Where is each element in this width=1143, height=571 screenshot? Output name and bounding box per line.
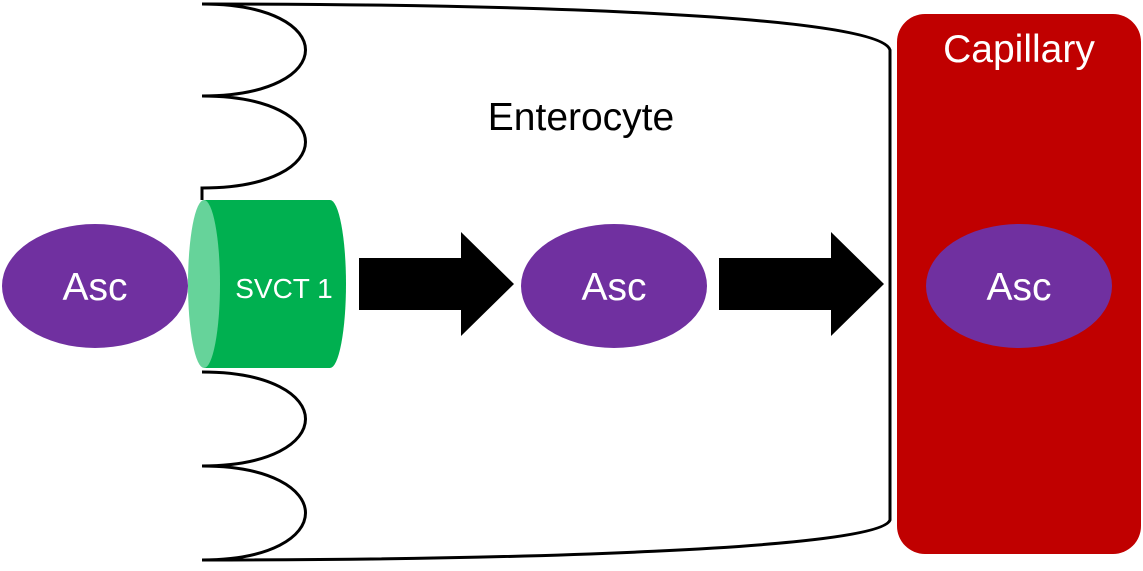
transporter-body (204, 200, 346, 368)
asc-label: Asc (62, 266, 127, 309)
asc-ellipse (2, 224, 188, 348)
asc-label: Asc (581, 266, 646, 309)
capillary-label: Capillary (943, 28, 1095, 71)
molecule-lumen: Asc (2, 224, 188, 348)
asc-ellipse (521, 224, 707, 348)
microvilli-lower (201, 370, 307, 562)
molecule-cytoplasm: Asc (521, 224, 707, 348)
asc-label: Asc (986, 266, 1051, 309)
arrow-right-icon (719, 232, 884, 336)
microvilli-upper (200, 2, 307, 200)
enterocyte-cell: Enterocyte (200, 2, 892, 562)
asc-ellipse (926, 224, 1112, 348)
svct1-transporter: SVCT 1 (188, 200, 346, 368)
enterocyte-membrane (201, 2, 892, 562)
enterocyte-label: Enterocyte (488, 96, 674, 139)
molecule-blood: Asc (926, 224, 1112, 348)
transporter-face (188, 200, 220, 368)
transporter-label: SVCT 1 (235, 273, 333, 304)
arrow-right-icon (359, 232, 514, 336)
